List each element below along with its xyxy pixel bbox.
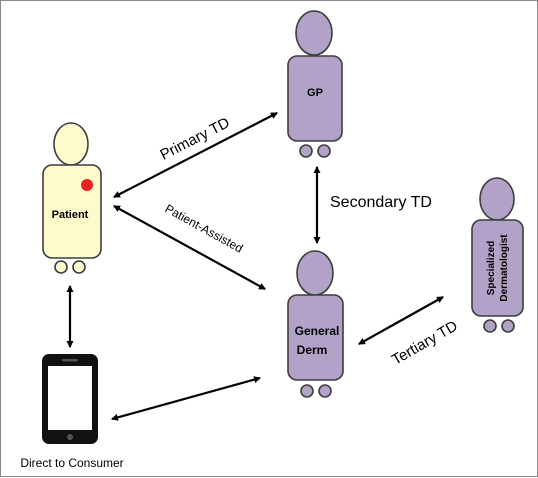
specialized-foot-right (501, 319, 515, 333)
gp-head (295, 10, 333, 56)
general-derm-label-line2: Derm (297, 343, 328, 357)
smartphone-icon (42, 354, 98, 444)
patient-foot-right (72, 260, 86, 274)
general-derm-foot-right (318, 384, 332, 398)
phone-speaker (62, 359, 78, 362)
general-derm-head (296, 250, 334, 296)
patient-assisted-label: Patient-Assisted (163, 201, 246, 255)
primary-td-arrow (113, 112, 278, 198)
lesion-dot (81, 179, 93, 191)
direct-to-consumer-label: Direct to Consumer (20, 456, 123, 470)
patient-foot-left (54, 260, 68, 274)
patient-assisted-arrow (113, 205, 266, 290)
tertiary-td-arrow (358, 296, 444, 345)
gp-label: GP (307, 87, 323, 99)
patient-figure: Patient (42, 122, 102, 274)
specialized-dermatologist-figure: Specialized Dermatologist (471, 177, 524, 333)
general-derm-body (287, 294, 344, 381)
gp-body (287, 55, 343, 142)
phone-home-button (67, 434, 73, 440)
patient-label: Patient (52, 209, 89, 221)
specialized-foot-left (483, 319, 497, 333)
specialized-label-line1: Specialized (486, 241, 497, 295)
specialized-head (479, 177, 515, 221)
specialized-label-line2: Dermatologist (499, 234, 510, 302)
gp-foot-left (299, 144, 313, 158)
phone-screen (48, 366, 92, 430)
gp-foot-right (317, 144, 331, 158)
general-derm-foot-left (300, 384, 314, 398)
tertiary-td-label: Tertiary TD (389, 317, 461, 368)
general-derm-figure: General Derm (287, 250, 344, 398)
direct-to-consumer-arrow (110, 376, 262, 421)
secondary-td-label: Secondary TD (330, 194, 432, 211)
gp-figure: GP (287, 10, 343, 158)
general-derm-label-line1: General (295, 324, 340, 338)
specialized-body (471, 219, 524, 317)
patient-head (53, 122, 89, 166)
